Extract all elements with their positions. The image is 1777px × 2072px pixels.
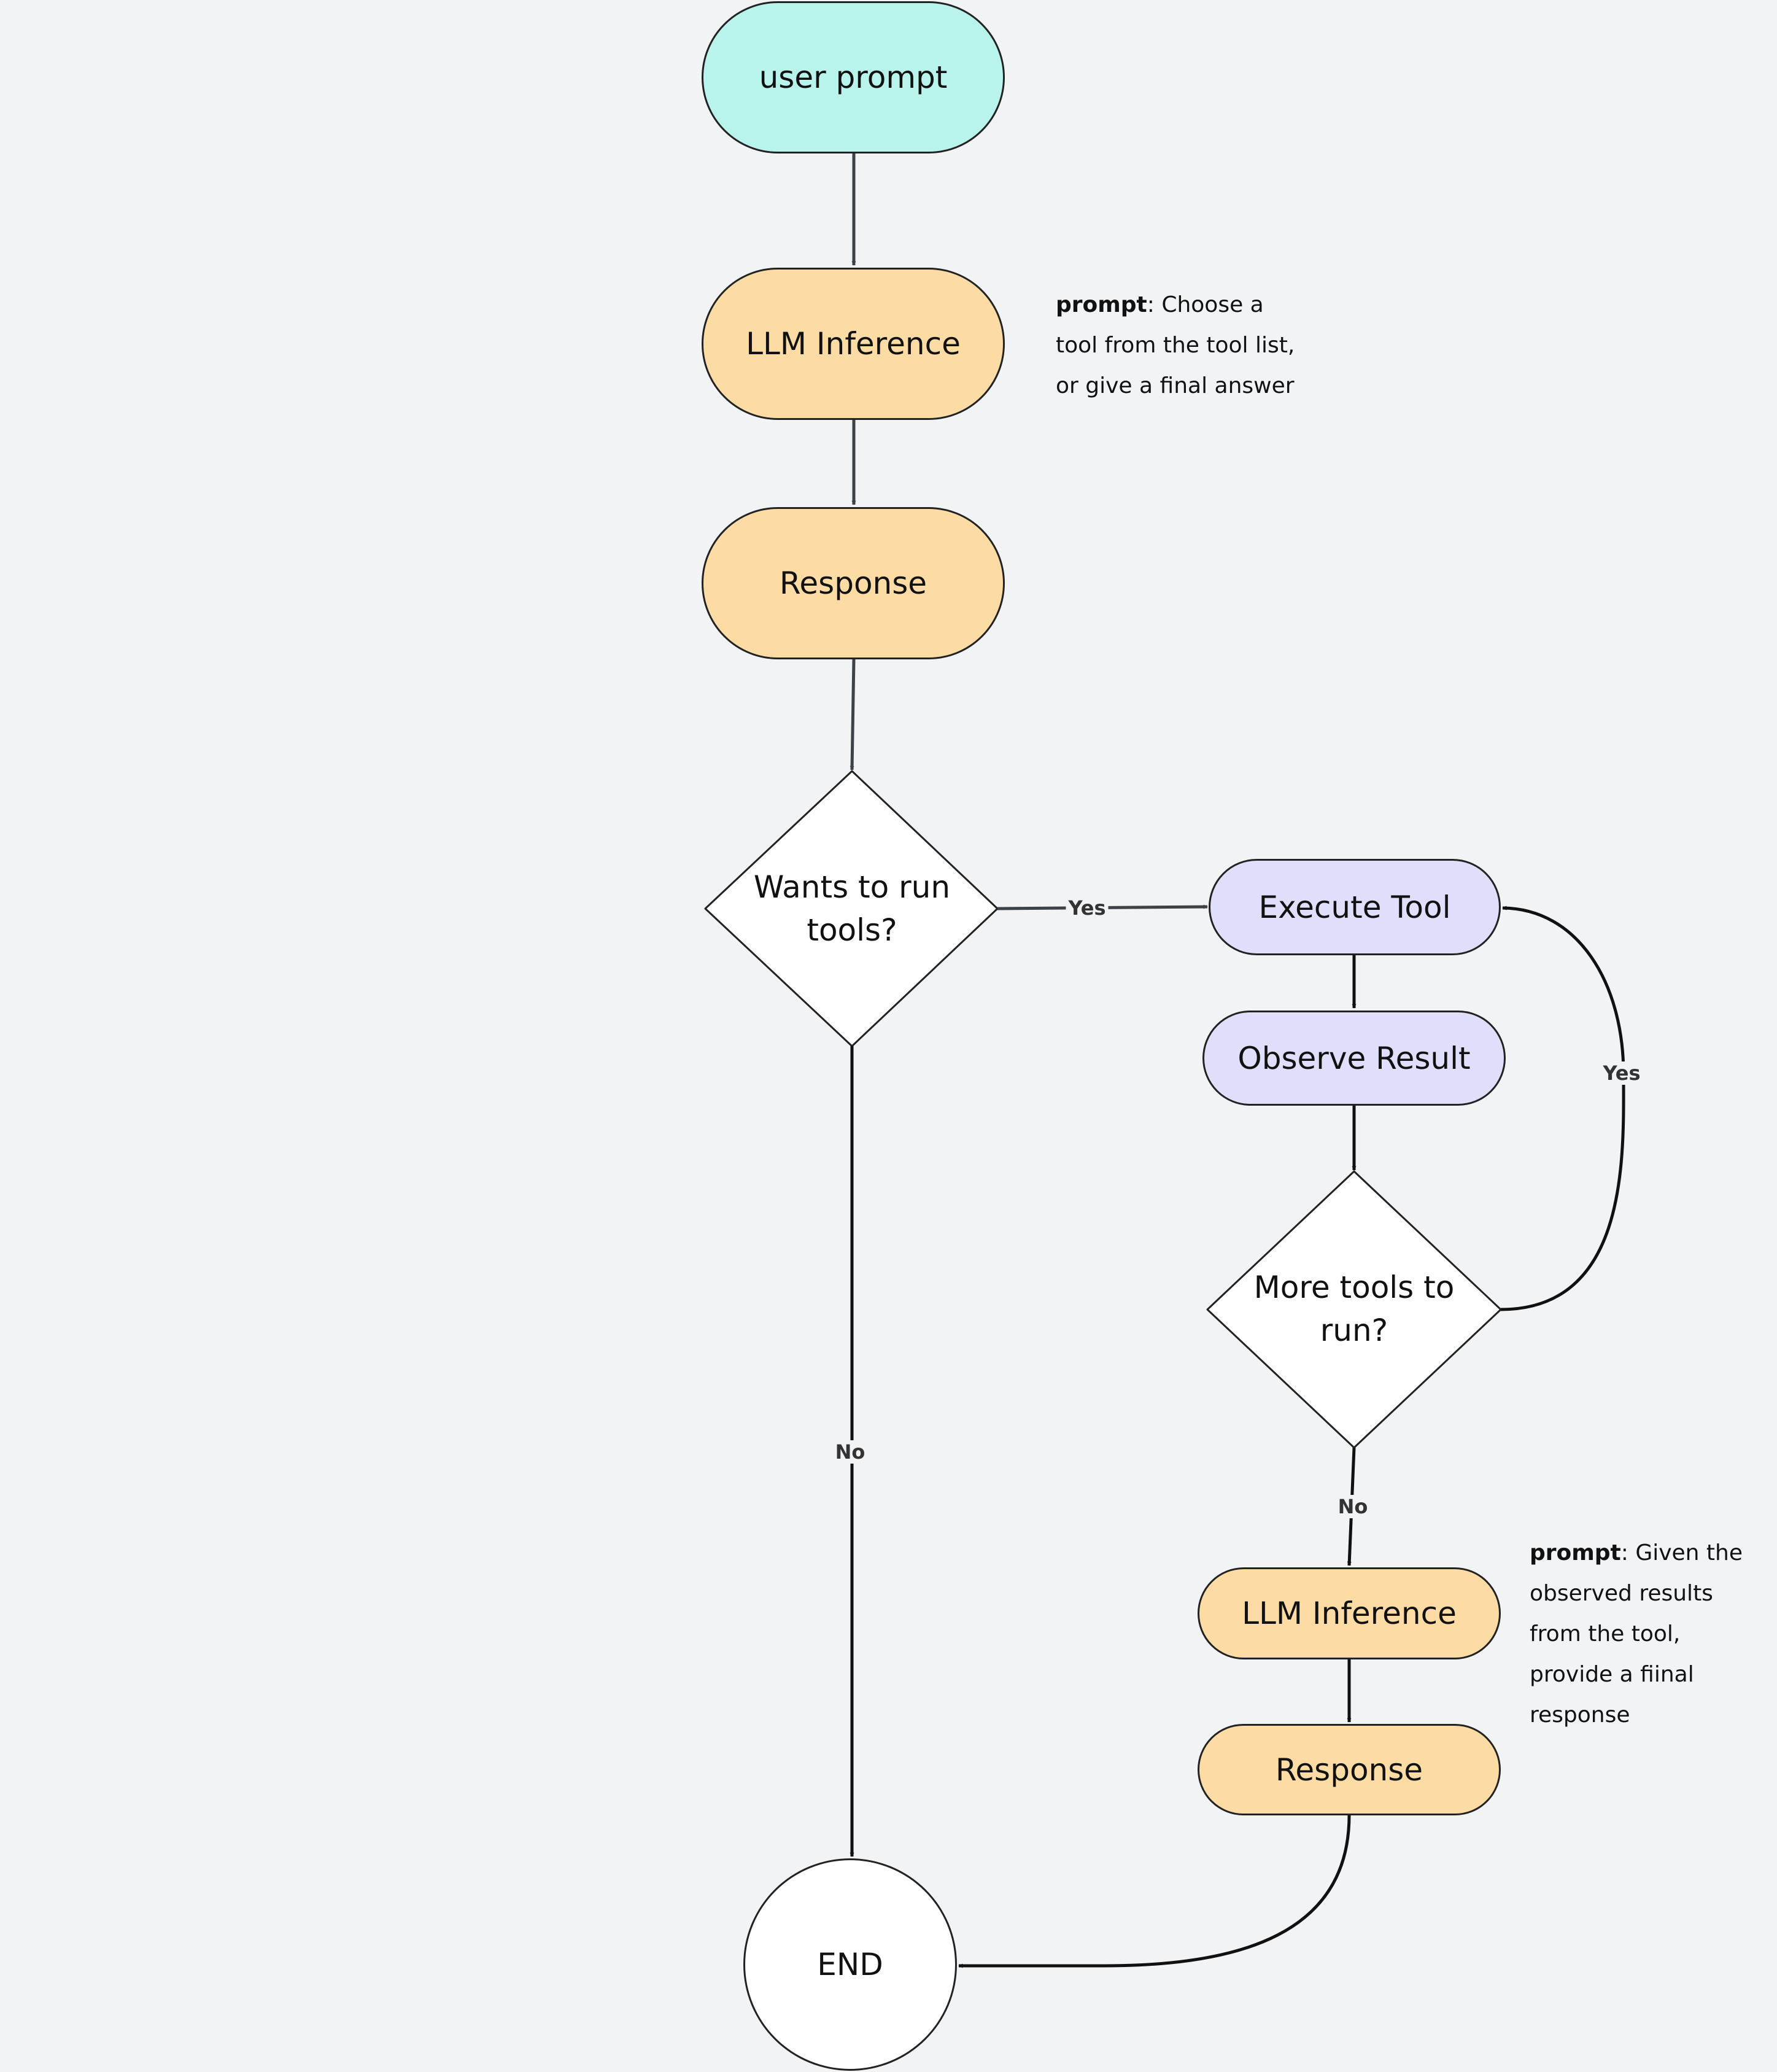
edge-response-to-decision	[850, 659, 856, 770]
edge-label-no-1: No	[832, 1440, 868, 1464]
note-prompt-2-keyword: prompt	[1530, 1540, 1621, 1566]
node-decision-more-tools-label: More tools to run?	[1253, 1270, 1455, 1348]
edge-yes-loop-to-execute-tool	[1500, 906, 1625, 1311]
node-response-1: Response	[702, 507, 1005, 659]
node-decision-more-tools: More tools to run?	[1250, 1260, 1458, 1358]
node-user-prompt: user prompt	[702, 1, 1005, 153]
note-prompt-2: prompt: Given the observed results from …	[1530, 1533, 1763, 1736]
node-response-1-label: Response	[779, 565, 927, 601]
node-decision-run-tools-label: Wants to run tools?	[753, 869, 951, 948]
node-response-2: Response	[1198, 1724, 1501, 1815]
node-end: END	[743, 1858, 957, 2071]
node-execute-tool: Execute Tool	[1209, 859, 1501, 955]
edge-label-yes-2: Yes	[1600, 1061, 1643, 1085]
note-prompt-1: prompt: Choose a tool from the tool list…	[1056, 285, 1301, 406]
note-prompt-2-text: : Given the observed results from the to…	[1530, 1540, 1743, 1728]
node-observe-result: Observe Result	[1202, 1011, 1506, 1106]
note-prompt-1-keyword: prompt	[1056, 292, 1147, 317]
node-response-2-label: Response	[1275, 1752, 1423, 1788]
node-execute-tool-label: Execute Tool	[1258, 889, 1451, 925]
node-decision-run-tools: Wants to run tools?	[749, 859, 955, 958]
node-llm-inference-2-label: LLM Inference	[1242, 1596, 1457, 1631]
edge-response-2-to-end	[958, 1815, 1351, 1968]
node-llm-inference-2: LLM Inference	[1198, 1567, 1501, 1659]
node-llm-inference-1: LLM Inference	[702, 268, 1005, 420]
node-user-prompt-label: user prompt	[759, 60, 948, 95]
note-prompt-1-text: : Choose a tool from the tool list, or g…	[1056, 292, 1295, 398]
node-end-label: END	[817, 1947, 883, 1982]
node-observe-result-label: Observe Result	[1237, 1040, 1471, 1076]
edge-label-no-2: No	[1335, 1495, 1371, 1518]
node-llm-inference-1-label: LLM Inference	[746, 326, 961, 362]
edge-label-yes-1: Yes	[1066, 896, 1109, 920]
